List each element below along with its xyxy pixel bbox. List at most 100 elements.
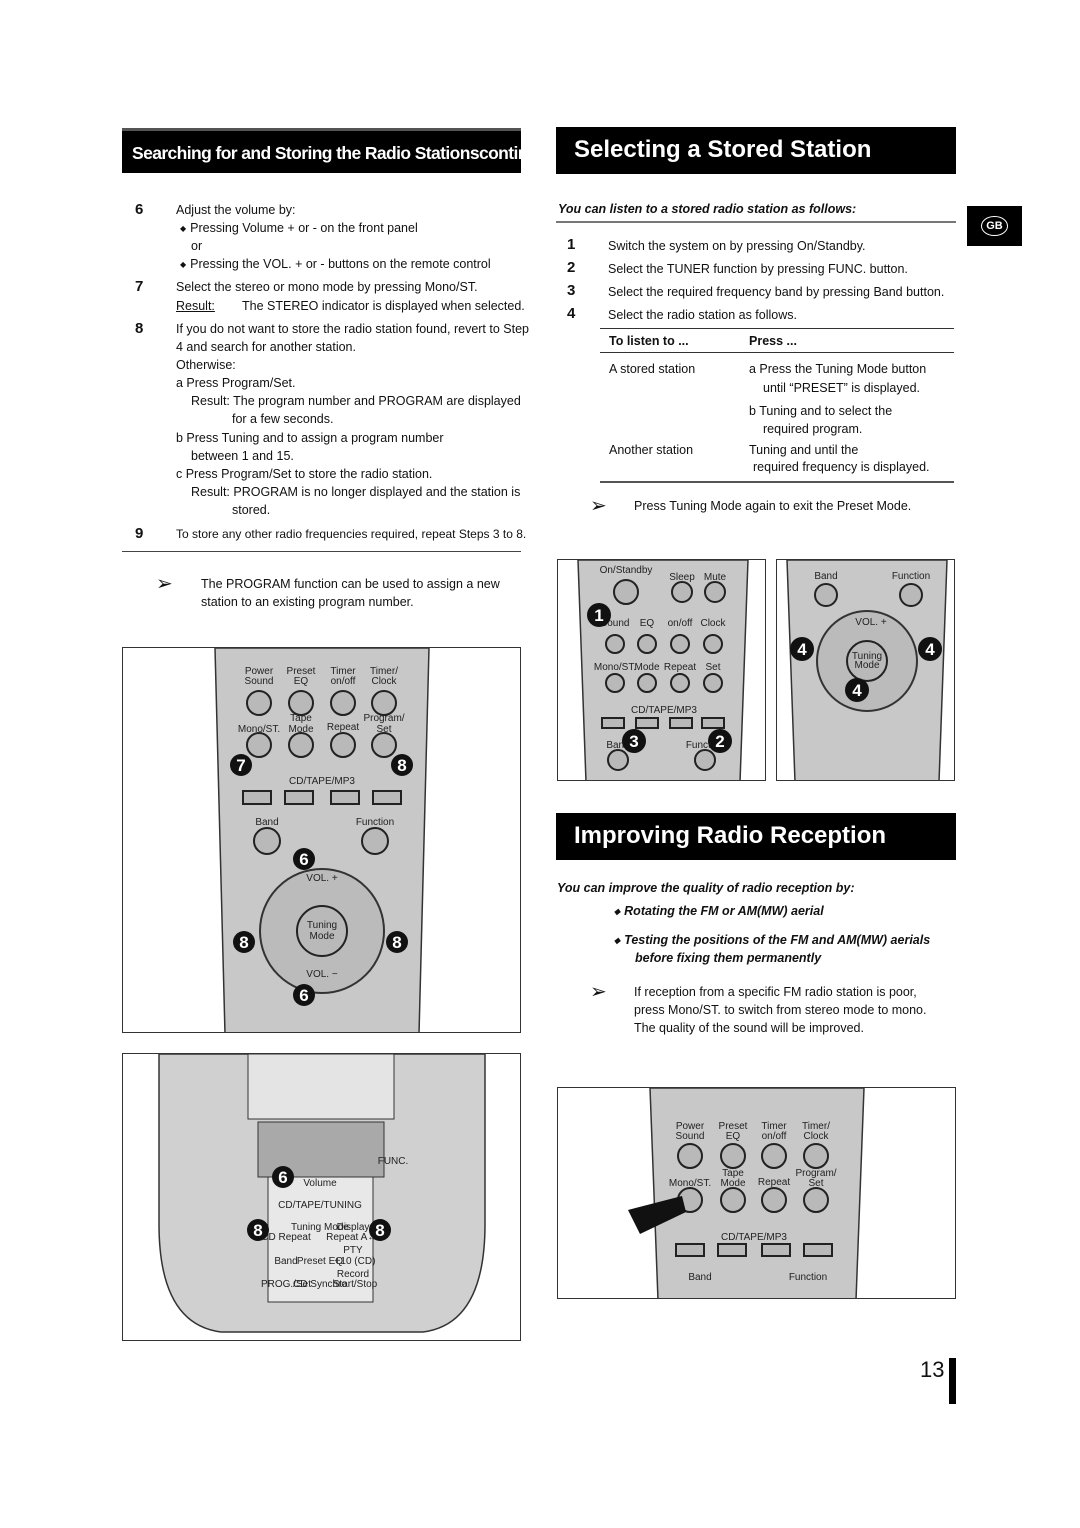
remote-label: Sound: [245, 676, 274, 687]
table-rule: [600, 328, 954, 329]
remote-label: CD/TAPE/MP3: [721, 1232, 787, 1243]
remote-label: Mono/ST.: [238, 724, 280, 735]
note-arrow-icon: ➢: [156, 573, 173, 595]
step-text: Select the TUNER function by pressing FU…: [608, 262, 908, 276]
result-label: Result:: [176, 299, 215, 313]
remote-drawing: On/Standby Sleep Mute Sound EQ on/off Cl…: [577, 560, 749, 780]
callout-label: 4: [925, 640, 935, 659]
callout-label: 8: [397, 756, 406, 775]
unit-label: Repeat A↔B: [326, 1232, 384, 1243]
unit-label: Volume: [303, 1178, 337, 1189]
remote-drawing: Power Sound Preset EQ Timer on/off Timer…: [628, 1088, 865, 1298]
step-text: If you do not want to store the radio st…: [176, 322, 529, 336]
note-arrow-icon: ➢: [590, 981, 607, 1003]
power-button: [246, 690, 272, 716]
remote-label: Band: [814, 571, 837, 582]
remote-label: Sound: [676, 1131, 705, 1142]
remote-label: Mode: [854, 660, 879, 671]
bullet-text: Pressing the VOL. + or - buttons on the …: [180, 255, 491, 275]
callout-label: 8: [239, 933, 248, 952]
remote-illustration-mono: Power Sound Preset EQ Timer on/off Timer…: [557, 1087, 956, 1299]
stored-station-header: Selecting a Stored Station: [556, 127, 956, 174]
remote-illustration-tuning: Band Function Tuning Mode VOL. + 4 4 4: [776, 559, 955, 781]
callout-label: 4: [852, 681, 862, 700]
remote-label: Clock: [700, 618, 726, 629]
remote-label: Tuning: [852, 651, 882, 662]
program-set-button: [371, 732, 397, 758]
step-text: 4 and search for another station.: [176, 340, 356, 354]
table-cell: until “PRESET” is displayed.: [763, 381, 921, 395]
step-text: Select the radio station as follows.: [608, 308, 797, 322]
table-cell: required program.: [763, 422, 863, 436]
unit-label: Preset EQ: [297, 1256, 343, 1267]
divider: [556, 221, 956, 223]
callout-label: 8: [375, 1221, 384, 1240]
unit-label: Display: [337, 1222, 370, 1233]
result-text: stored.: [232, 503, 271, 517]
remote-label: on/off: [331, 676, 356, 687]
unit-label: PTY: [343, 1245, 363, 1256]
substep-c: c Press Program/Set to store the radio s…: [176, 467, 433, 481]
unit-label: Tuning Mode: [291, 1222, 349, 1233]
table-header: To listen to ...: [609, 334, 689, 348]
step-number: 9: [135, 525, 144, 542]
remote-label: on/off: [762, 1131, 787, 1142]
pointer-arrow-icon: [628, 1196, 686, 1234]
remote-label: Band: [688, 1272, 711, 1283]
remote-label: CD/TAPE/MP3: [631, 705, 697, 716]
gb-badge-label: GB: [981, 216, 1008, 236]
step-number: 1: [567, 236, 576, 253]
callout-label: 3: [629, 732, 638, 751]
remote-label: Power: [245, 666, 274, 677]
remote-label: Mode: [288, 724, 313, 735]
remote-label: EQ: [726, 1131, 741, 1142]
table-header: Press ...: [749, 334, 797, 348]
note-arrow-icon: ➢: [590, 495, 607, 517]
callout-label: 2: [715, 732, 724, 751]
remote-label: VOL. +: [306, 873, 338, 884]
remote-label: Preset: [287, 666, 316, 677]
note-text: press Mono/ST. to switch from stereo mod…: [634, 1003, 927, 1017]
remote-label: Band: [606, 740, 629, 751]
table-cell: A stored station: [609, 362, 696, 376]
step-text: Adjust the volume by:: [176, 203, 296, 217]
remote-label: Program/: [795, 1168, 836, 1179]
remote-label: VOL. −: [306, 969, 338, 980]
step-number: 4: [567, 305, 576, 322]
remote-label: Function: [686, 740, 724, 751]
callout-label: 7: [236, 756, 245, 775]
callout-label: 6: [278, 1168, 287, 1187]
note-text: If reception from a specific FM radio st…: [634, 985, 917, 999]
remote-label: Mode: [720, 1178, 745, 1189]
remote-label: Mono/ST.: [594, 662, 636, 673]
remote-label: Mute: [704, 572, 727, 583]
table-rule: [600, 481, 954, 483]
preset-button: [288, 690, 314, 716]
result-text: Result: PROGRAM is no longer displayed a…: [191, 485, 521, 499]
remote-label: Mono/ST.: [669, 1178, 711, 1189]
timer-button: [330, 690, 356, 716]
remote-label: Clock: [371, 676, 397, 687]
unit-label: CD Synchro: [293, 1279, 347, 1290]
table-cell: a Press the Tuning Mode button: [749, 362, 927, 376]
step-number: 2: [567, 259, 576, 276]
remote-drawing: Power Sound Preset EQ Timer on/off Timer…: [214, 648, 430, 1032]
remote-label: Clock: [803, 1131, 829, 1142]
callout-label: 6: [299, 850, 308, 869]
remote-label: Set: [808, 1178, 823, 1189]
table-rule: [600, 352, 954, 353]
substep-b: b Press Tuning and to assign a program n…: [176, 431, 444, 445]
remote-label: Mode: [309, 931, 334, 942]
remote-label: Timer/: [370, 666, 398, 677]
step-number: 3: [567, 282, 576, 299]
note-text: The quality of the sound will be improve…: [634, 1021, 864, 1035]
unit-label: CD Repeat: [261, 1232, 311, 1243]
callout-label: 1: [594, 606, 603, 625]
remote-label: Program/: [363, 713, 404, 724]
unit-label: CD/TAPE/TUNING: [278, 1200, 362, 1211]
substep-b-cont: between 1 and 15.: [191, 449, 294, 463]
bullet-text: Pressing Volume + or - on the front pane…: [180, 219, 418, 239]
unit-label: PROG./Set: [261, 1279, 311, 1290]
tuning-mode-button: [296, 905, 348, 957]
note-text: Press Tuning Mode again to exit the Pres…: [634, 499, 912, 513]
